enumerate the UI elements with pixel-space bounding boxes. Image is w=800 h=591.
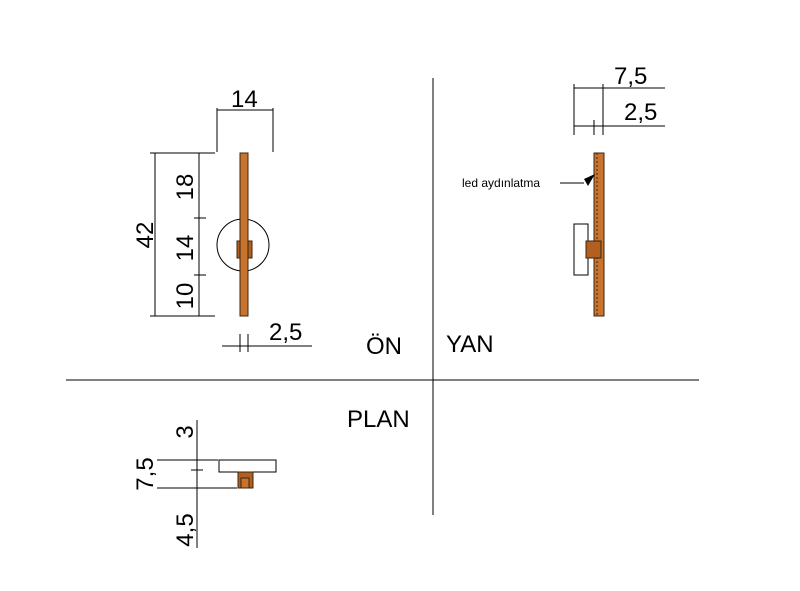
- plan-dim-3: 3: [172, 425, 199, 438]
- side-mount-block: [585, 240, 602, 259]
- front-view: 14 42 18 14 10 2,5: [132, 86, 312, 352]
- side-view-label: YAN: [446, 331, 494, 358]
- side-dim-2-5: 2,5: [624, 99, 657, 126]
- led-note: led aydınlatma: [462, 176, 540, 190]
- plan-base-plate: [218, 459, 277, 473]
- plan-dim-4-5: 4,5: [172, 513, 199, 546]
- side-dim-7-5: 7,5: [614, 63, 647, 90]
- plan-slat: [240, 477, 250, 489]
- front-dim-thickness: 2,5: [269, 319, 302, 346]
- side-view: 7,5 2,5 led aydınlatma: [462, 63, 665, 317]
- plan-view-label: PLAN: [347, 406, 410, 433]
- front-dim-42: 42: [132, 222, 159, 249]
- view-dividers: [66, 78, 699, 515]
- front-dim-14-vertical: 14: [172, 235, 199, 262]
- plan-dim-7-5: 7,5: [132, 457, 159, 490]
- side-slat: [593, 152, 605, 317]
- front-dim-18: 18: [172, 174, 199, 201]
- led-leader-arrow: [584, 174, 595, 186]
- front-view-label: ÖN: [366, 333, 402, 360]
- front-dim-10: 10: [172, 283, 199, 310]
- plan-view: 3 7,5 4,5: [132, 420, 277, 548]
- front-slat: [239, 152, 249, 317]
- front-dim-14: 14: [231, 86, 258, 113]
